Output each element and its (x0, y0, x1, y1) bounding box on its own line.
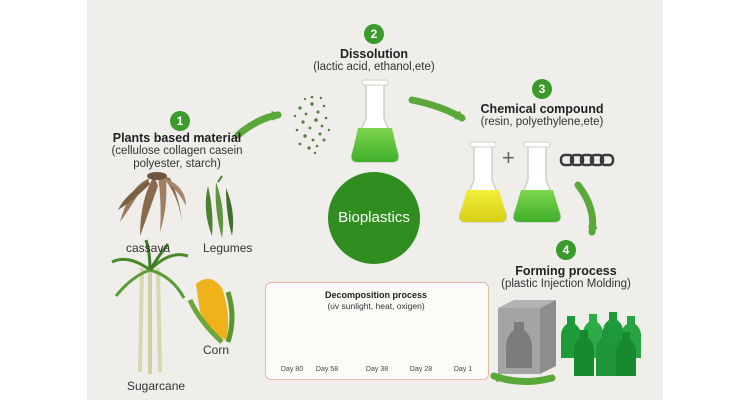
flask-green-icon (512, 141, 562, 223)
corn-icon (187, 278, 235, 344)
bottles-icon (561, 312, 641, 376)
plant-label-sugarcane: Sugarcane (127, 379, 186, 393)
day-label-58: Day 58 (315, 366, 339, 373)
step-2-badge: 2 (364, 24, 384, 44)
step-2-subtitle: (lactic acid, ethanol,ete) (313, 61, 435, 73)
step-3-subtitle: (resin, polyethylene,ete) (480, 116, 604, 128)
step-3-badge: 3 (532, 79, 552, 99)
step-3-title: Chemical compound (480, 102, 604, 116)
plant-label-corn: Corn (203, 343, 230, 357)
step-4-title: Forming process (515, 264, 617, 278)
step-1-subtitle-line2: polyester, starch) (133, 158, 221, 170)
arrow-4-to-decomp (490, 372, 556, 385)
cassava-icon (118, 172, 186, 236)
arrow-1-to-2 (234, 110, 282, 139)
mold-icon (498, 300, 556, 374)
particles-icon (293, 95, 331, 155)
day-label-28: Day 28 (409, 366, 433, 373)
plus-sign: + (502, 145, 515, 170)
step-1-title: Plants based material (112, 131, 242, 145)
plant-label-cassava: cassava (126, 241, 171, 255)
plant-label-legumes: Legumes (203, 241, 253, 255)
legumes-icon (205, 175, 234, 238)
flask-green-icon (350, 79, 400, 163)
day-label-80: Day 80 (280, 366, 304, 373)
step-4-badge: 4 (556, 240, 576, 260)
bioplastics-circle (328, 172, 420, 264)
bioplastics-label: Bioplastics (338, 209, 410, 226)
day-label-1: Day 1 (453, 366, 473, 373)
sugarcane-icon (111, 239, 189, 374)
decomposition-subtitle: (uv sunlight, heat, oxigen) (327, 301, 425, 311)
arrow-3-to-4 (574, 181, 598, 236)
step-1-subtitle-line1: (cellulose collagen casein (111, 145, 243, 157)
arrow-2-to-3 (408, 96, 466, 122)
chain-icon (559, 153, 615, 167)
decomposition-title: Decomposition process (324, 290, 428, 300)
decomposition-box (265, 282, 489, 380)
step-2-title: Dissolution (339, 47, 409, 61)
step-4-subtitle: (plastic Injection Molding) (501, 278, 631, 290)
step-1-badge: 1 (170, 111, 190, 131)
flask-yellow-icon (458, 141, 508, 223)
day-label-38: Day 38 (365, 366, 389, 373)
